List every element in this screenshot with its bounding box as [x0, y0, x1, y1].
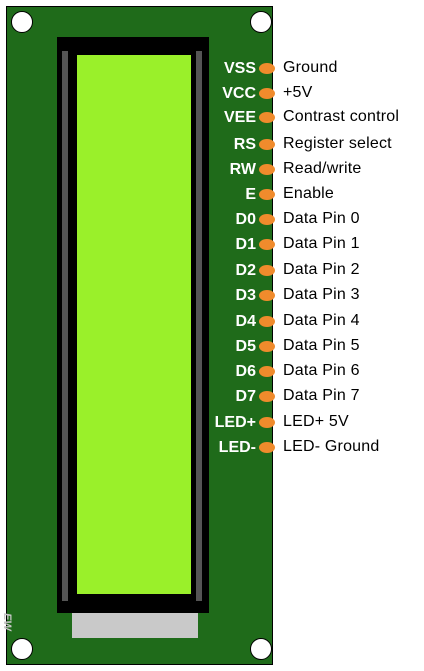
- bezel-left-edge: [62, 51, 68, 601]
- pin-description: Contrast control: [283, 108, 400, 125]
- pin-row: VCC +5V: [0, 82, 424, 107]
- pin-dot: [259, 341, 275, 352]
- pin-row: D6 Data Pin 6: [0, 360, 424, 385]
- pin-label: D0: [235, 211, 256, 228]
- pin-dot: [259, 139, 275, 150]
- pin-description: Data Pin 7: [283, 387, 360, 404]
- pin-dot: [259, 417, 275, 428]
- pin-row: E Enable: [0, 183, 424, 208]
- lcd-screen: [77, 55, 191, 594]
- pin-dot: [259, 316, 275, 327]
- pin-dot: [259, 366, 275, 377]
- mounting-hole-bottom-right: [250, 638, 272, 660]
- pin-label: D1: [235, 236, 256, 253]
- mounting-hole-top-left: [11, 11, 33, 33]
- pin-dot: [259, 63, 275, 74]
- pin-description: LED+ 5V: [283, 413, 349, 430]
- pin-dot: [259, 290, 275, 301]
- pin-label: LED+: [214, 414, 256, 431]
- pin-description: Data Pin 5: [283, 337, 360, 354]
- pin-dot: [259, 239, 275, 250]
- pin-label: VCC: [222, 85, 256, 102]
- pin-description: Data Pin 6: [283, 362, 360, 379]
- pin-row: D5 Data Pin 5: [0, 335, 424, 360]
- pin-description: Data Pin 1: [283, 235, 360, 252]
- pin-row: D1 Data Pin 1: [0, 233, 424, 258]
- pin-label: D2: [235, 262, 256, 279]
- pin-description: Ground: [283, 59, 338, 76]
- maker-mark: EW: [1, 613, 13, 631]
- pin-label: D7: [235, 388, 256, 405]
- pin-label: LED-: [218, 439, 256, 456]
- pin-row: VEE Contrast control: [0, 106, 424, 131]
- pin-row: D3 Data Pin 3: [0, 284, 424, 309]
- pin-description: Data Pin 3: [283, 286, 360, 303]
- pin-description: Enable: [283, 185, 335, 202]
- pin-label: VSS: [223, 60, 256, 77]
- pin-label: D3: [235, 287, 256, 304]
- pin-label: D6: [235, 363, 256, 380]
- ribbon-connector: [72, 613, 198, 638]
- pin-dot: [259, 189, 275, 200]
- pin-description: LED- Ground: [283, 438, 380, 455]
- pin-description: Data Pin 2: [283, 261, 360, 278]
- lcd-bezel: [57, 37, 209, 613]
- pin-label: D4: [235, 313, 256, 330]
- pin-description: Data Pin 0: [283, 210, 360, 227]
- pin-dot: [259, 164, 275, 175]
- pin-row: LED- LED- Ground: [0, 436, 424, 461]
- mounting-hole-top-right: [250, 11, 272, 33]
- pin-row: RW Read/write: [0, 158, 424, 183]
- pin-row: LED+ LED+ 5V: [0, 411, 424, 436]
- pin-description: Register select: [283, 135, 392, 152]
- pin-dot: [259, 391, 275, 402]
- pin-label: E: [245, 186, 256, 203]
- pin-row: D7 Data Pin 7: [0, 385, 424, 410]
- pin-dot: [259, 88, 275, 99]
- pin-row: D2 Data Pin 2: [0, 259, 424, 284]
- pin-description: Read/write: [283, 160, 362, 177]
- pin-row: RS Register select: [0, 133, 424, 158]
- pin-description: +5V: [283, 84, 313, 101]
- pin-label: D5: [235, 338, 256, 355]
- pin-label: RS: [233, 136, 256, 153]
- pin-dot: [259, 265, 275, 276]
- bezel-right-edge: [196, 51, 202, 601]
- pin-dot: [259, 214, 275, 225]
- pin-label: VEE: [223, 109, 256, 126]
- pin-row: D4 Data Pin 4: [0, 310, 424, 335]
- pin-dot: [259, 112, 275, 123]
- pin-row: D0 Data Pin 0: [0, 208, 424, 233]
- mounting-hole-bottom-left: [11, 638, 33, 660]
- pin-dot: [259, 442, 275, 453]
- pin-row: VSS Ground: [0, 57, 424, 82]
- pin-label: RW: [229, 161, 256, 178]
- pin-description: Data Pin 4: [283, 312, 360, 329]
